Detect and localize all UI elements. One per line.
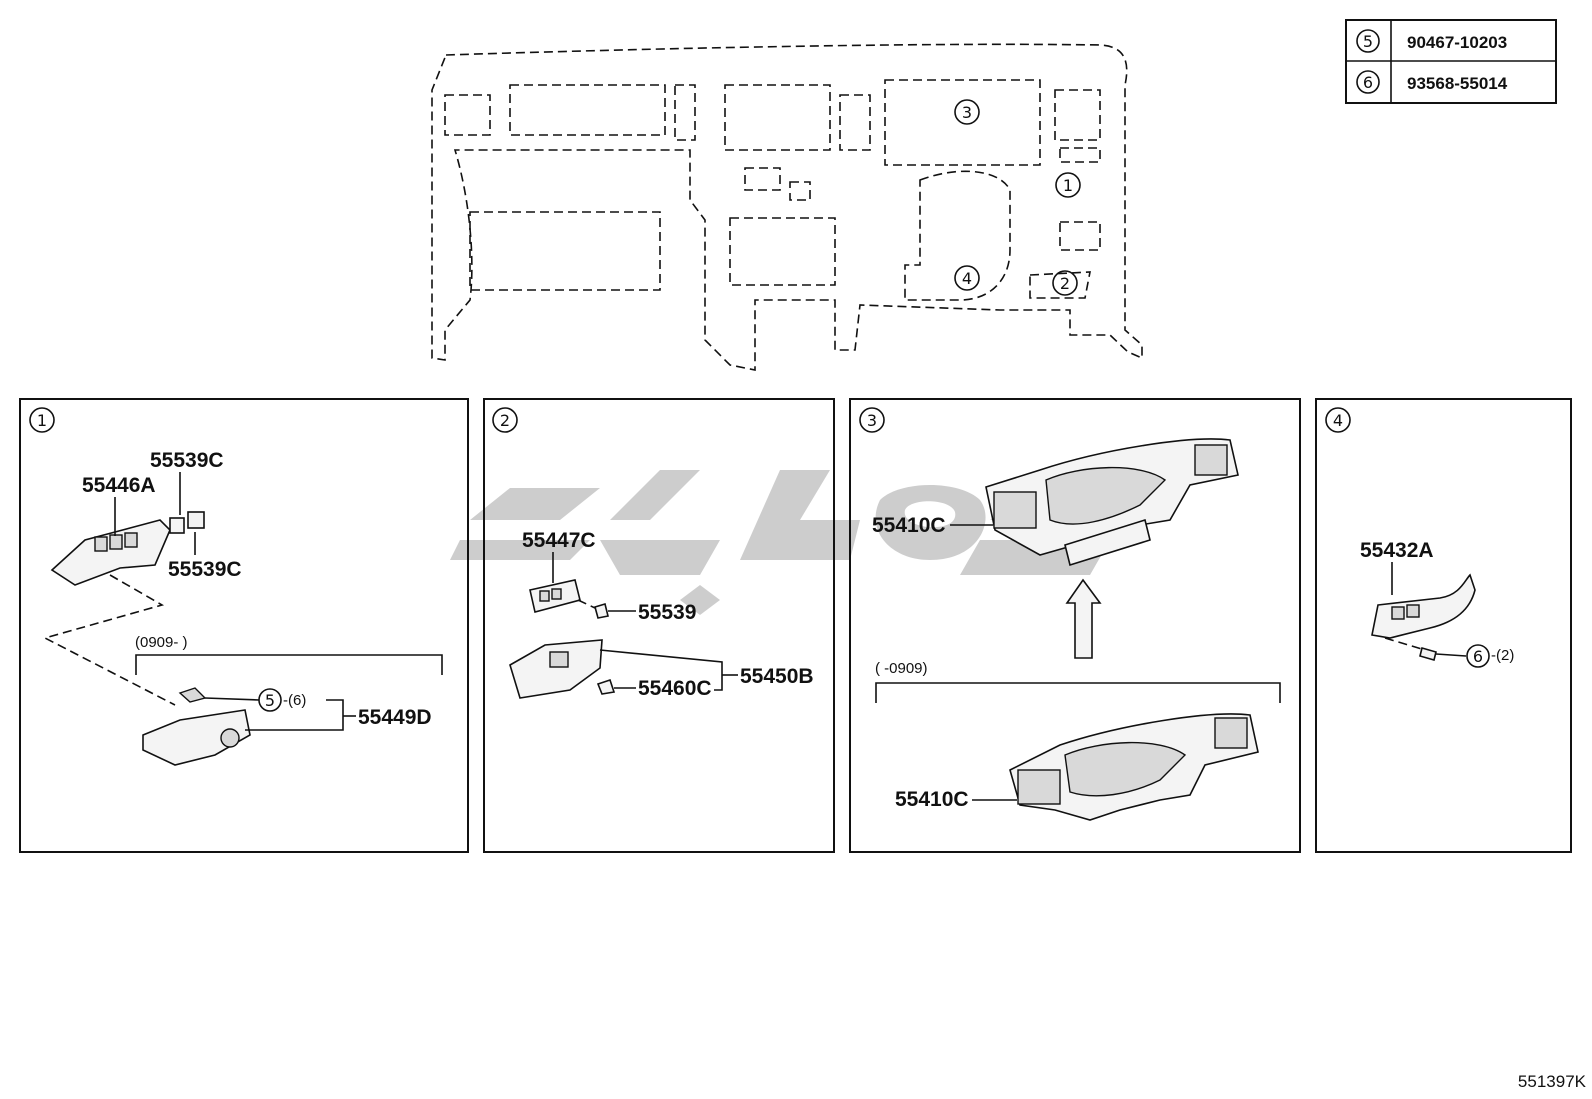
part-label: 55432A: [1360, 539, 1434, 562]
switch-cap: [594, 602, 609, 619]
part-label: 55410C: [895, 788, 969, 811]
panel-3: 3 55410C ( -0909) 55410C: [849, 398, 1301, 853]
fastener-row-5: 5 90467-10203: [1356, 29, 1507, 53]
fastener-table: 5 90467-10203 6 93568-55014: [1345, 19, 1557, 104]
part-label: 55539: [638, 601, 696, 624]
fastener-callout: 5: [265, 691, 275, 710]
panel-number: 2: [500, 411, 510, 430]
callout-number: 4: [962, 269, 972, 288]
overview-callout-3: 3: [954, 99, 980, 125]
panel-number: 1: [37, 411, 47, 430]
overview-callout-2: 2: [1052, 270, 1078, 296]
part-label: 55410C: [872, 514, 946, 537]
switch-panel: [509, 639, 603, 699]
arrow-up-icon: [1065, 578, 1102, 659]
switch-base: [1371, 573, 1476, 639]
callout-number: 6: [1363, 73, 1373, 92]
figure-number: 551397K: [1518, 1072, 1587, 1091]
callout-number: 1: [1063, 176, 1073, 195]
part-label: 55447C: [522, 529, 596, 552]
part-label: 55460C: [638, 677, 712, 700]
panel-number: 4: [1333, 411, 1343, 430]
date-range: (0909- ): [135, 634, 188, 651]
part-label: 55449D: [358, 706, 432, 729]
overview-callout-4: 4: [954, 265, 980, 291]
fastener-qty: -(6): [283, 692, 306, 709]
fastener-callout: 6: [1473, 647, 1483, 666]
callout-number: 2: [1060, 274, 1070, 293]
part-number: 93568-55014: [1407, 74, 1508, 93]
switch-knob: [596, 678, 616, 695]
panel-4: 4 55432A 6 -(2): [1315, 398, 1572, 853]
screw-icon: [1419, 647, 1437, 661]
panel-number: 3: [867, 411, 877, 430]
overview-callout-1: 1: [1055, 172, 1081, 198]
part-label: 55539C: [150, 449, 224, 472]
part-label: 55539C: [168, 558, 242, 581]
fastener-row-6: 6 93568-55014: [1356, 70, 1508, 94]
date-range: ( -0909): [875, 660, 928, 677]
panel-1: 1 55446A 55539C 55539C (0909- ) 5 -(6) 5…: [19, 398, 469, 853]
switch-cover: [169, 517, 185, 534]
part-label: 55446A: [82, 474, 156, 497]
part-number: 90467-10203: [1407, 33, 1507, 52]
callout-number: 5: [1363, 32, 1373, 51]
switch-cover: [187, 511, 205, 529]
fastener-qty: -(2): [1491, 647, 1514, 664]
part-label: 55450B: [740, 665, 814, 688]
panel-2: 2 55447C 55539 55460C 55450B: [483, 398, 835, 853]
dashboard-overview: 3 1 4 2: [431, 43, 1143, 371]
callout-number: 3: [962, 103, 972, 122]
